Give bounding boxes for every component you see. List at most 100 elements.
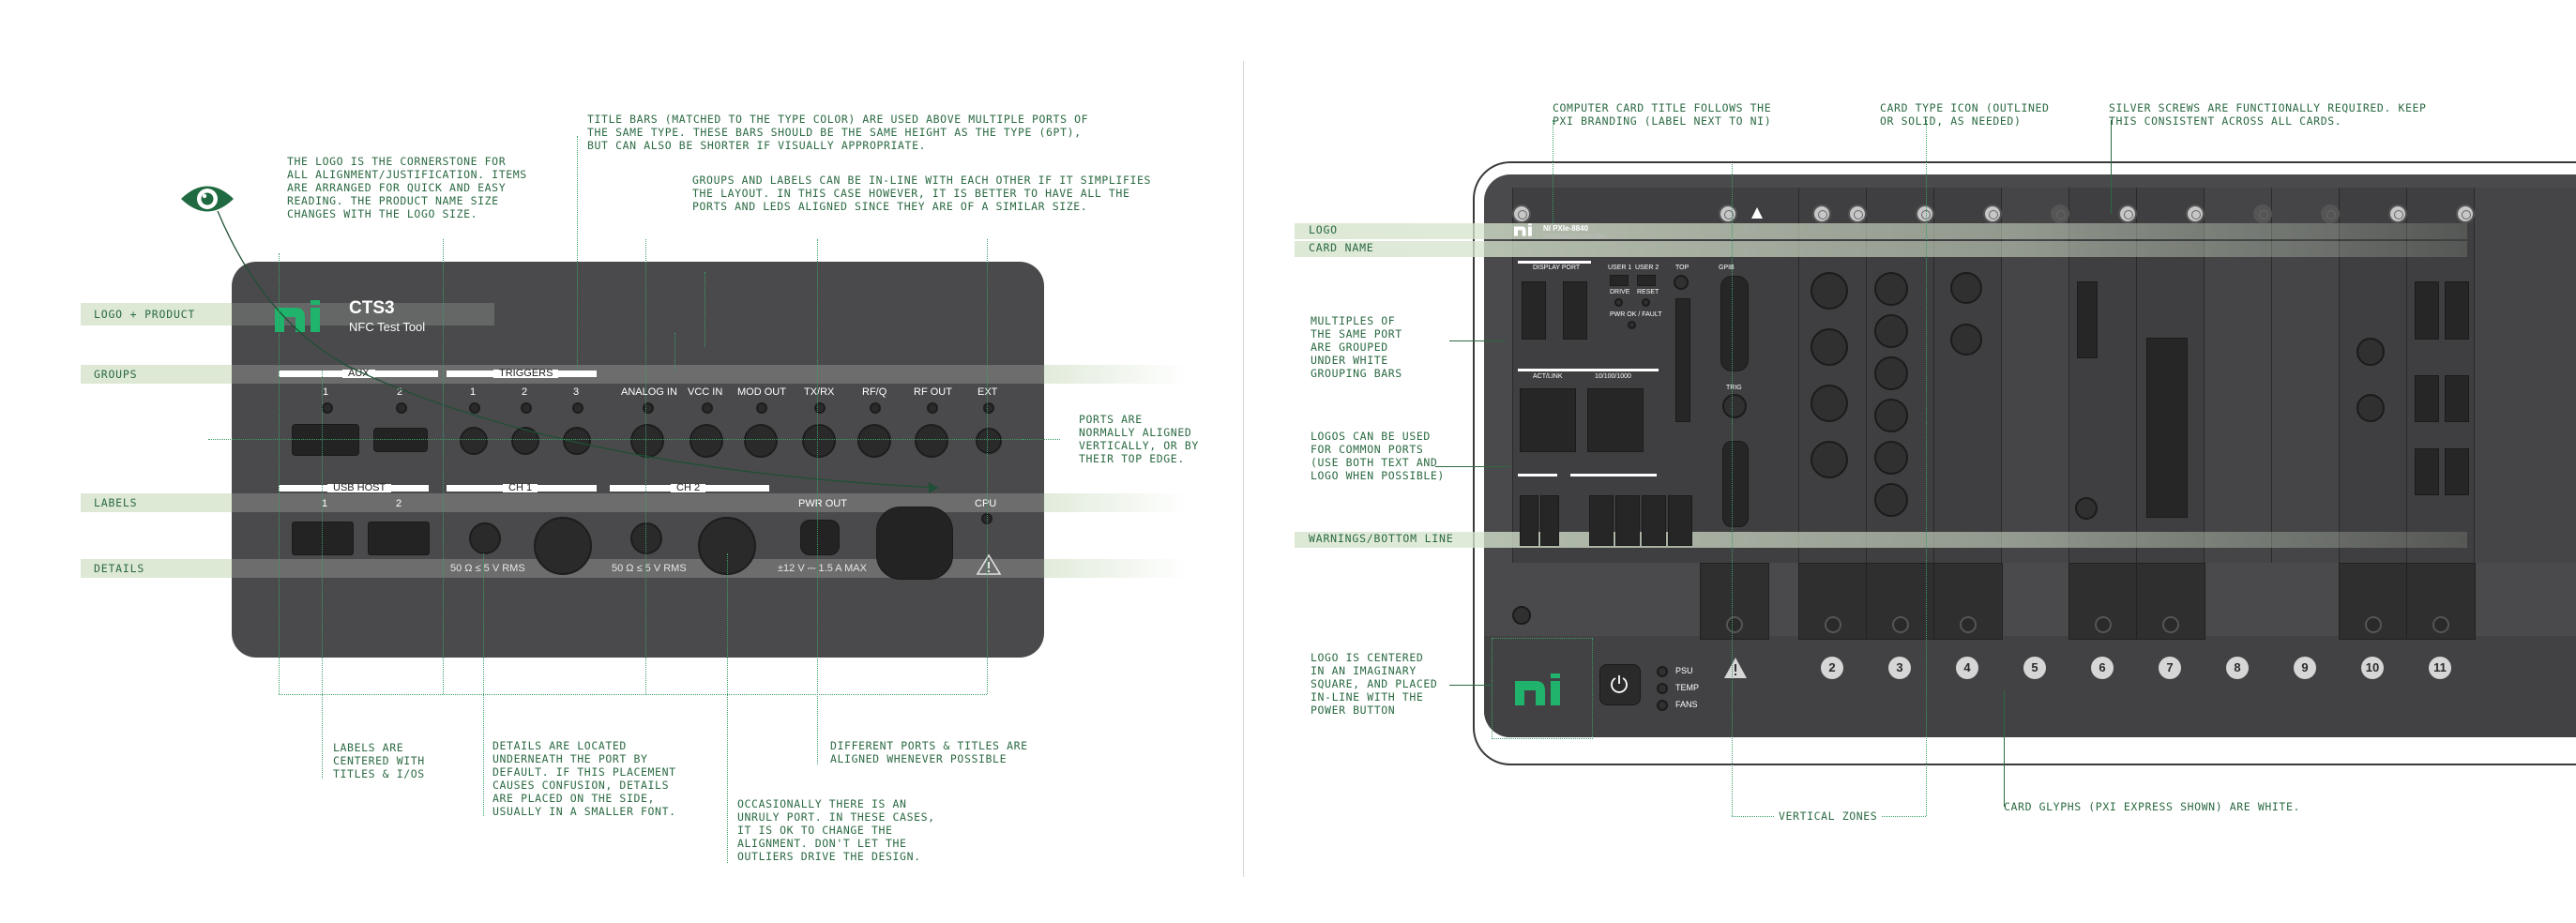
latch[interactable] [2136, 563, 2205, 640]
card-port[interactable] [1874, 356, 1908, 390]
product-subtitle: NFC Test Tool [349, 320, 426, 334]
card-port[interactable] [2415, 375, 2439, 422]
warning-icon [976, 553, 1002, 575]
card-port[interactable] [1874, 483, 1908, 517]
guide-line [208, 439, 1053, 440]
card-port[interactable] [2075, 497, 2098, 520]
card-port[interactable] [2445, 448, 2469, 495]
ch2-port-small[interactable] [630, 522, 662, 554]
group-aux-label: AUX [342, 369, 375, 379]
card-port[interactable] [1811, 385, 1848, 422]
note-multiples: MULTIPLES OF THE SAME PORT ARE GROUPED U… [1311, 314, 1402, 380]
card-port[interactable] [1874, 441, 1908, 475]
power-icon [1611, 675, 1628, 693]
screw [2051, 204, 2069, 223]
card-port[interactable] [2356, 338, 2385, 366]
slot-number: 3 [1888, 657, 1911, 679]
reset-button[interactable] [1642, 298, 1650, 307]
reset-label: RESET [1637, 289, 1659, 295]
card-port[interactable] [1950, 324, 1982, 356]
usb-host-port-2[interactable] [368, 522, 430, 555]
note-different-ports: DIFFERENT PORTS & TITLES ARE ALIGNED WHE… [830, 739, 1028, 765]
drive-led [1614, 298, 1623, 307]
card-port[interactable] [2077, 281, 2098, 358]
guide-line [1023, 439, 1060, 440]
note-details-located: DETAILS ARE LOCATED UNDERNEATH THE PORT … [492, 739, 676, 818]
tx-rx-port[interactable] [802, 424, 836, 458]
usb-port[interactable] [1615, 495, 1640, 546]
card-port[interactable] [1811, 328, 1848, 366]
top-slot[interactable] [1675, 298, 1690, 422]
group-bar-aux: AUX [279, 369, 438, 379]
power-button[interactable] [1599, 664, 1641, 705]
usb-user-port-2[interactable] [1637, 275, 1656, 286]
card-port[interactable] [1874, 272, 1908, 306]
band-label-details: DETAILS [94, 562, 145, 575]
ch1-port-large[interactable] [534, 517, 592, 575]
usb-user-2: USER 2 [1635, 265, 1659, 271]
slot-number: 11 [2429, 657, 2451, 679]
ethernet-port-2[interactable] [1587, 388, 1644, 452]
controller-title: NI PXIe-8840 [1543, 224, 1589, 233]
vcc-in-port[interactable] [689, 424, 723, 458]
serial-port[interactable] [1722, 441, 1749, 527]
usb-port[interactable] [1540, 495, 1559, 546]
hdmi-port-2[interactable] [373, 428, 428, 452]
display-port-2[interactable] [1563, 281, 1587, 340]
card-port[interactable] [1874, 314, 1908, 348]
latch[interactable] [1933, 563, 2003, 640]
card-port[interactable] [2415, 281, 2439, 340]
ethernet-port-1[interactable] [1520, 388, 1576, 452]
usb-group-bar-1 [1518, 474, 1557, 477]
usb-port[interactable] [1668, 495, 1692, 546]
display-port-1[interactable] [1522, 281, 1546, 340]
card-port[interactable] [2146, 338, 2188, 518]
latch[interactable] [1866, 563, 1935, 640]
cpu-port[interactable] [876, 507, 953, 580]
card-port[interactable] [1811, 272, 1848, 310]
label-analog-in: ANALOG IN [621, 386, 677, 398]
label-usb-2: 2 [396, 498, 402, 509]
usb-port[interactable] [1589, 495, 1614, 546]
card-port[interactable] [1874, 399, 1908, 432]
screw [1812, 204, 1831, 223]
rf-out-port[interactable] [915, 424, 948, 458]
guide-line [443, 239, 444, 694]
trig-port[interactable] [1722, 394, 1747, 418]
rf-q-port[interactable] [857, 424, 891, 458]
trig-port-2[interactable] [511, 427, 539, 455]
guide-line [645, 239, 646, 694]
latch[interactable] [2406, 563, 2476, 640]
mod-out-port[interactable] [744, 424, 778, 458]
card-port[interactable] [1811, 441, 1848, 478]
card-port[interactable] [2445, 375, 2469, 422]
pwr-out-port[interactable] [800, 520, 840, 555]
latch[interactable] [1798, 563, 1868, 640]
label-tx-rx: TX/RX [804, 386, 835, 398]
card-port[interactable] [1950, 272, 1982, 304]
usb-user-port-1[interactable] [1610, 275, 1629, 286]
gpib-port[interactable] [1720, 276, 1749, 371]
card-port[interactable] [2445, 281, 2469, 340]
usb-port[interactable] [1520, 495, 1538, 546]
latch[interactable] [2339, 563, 2408, 640]
latch[interactable] [1700, 563, 1769, 640]
ch1-port-small[interactable] [469, 522, 501, 554]
ext-port[interactable] [976, 428, 1002, 454]
hdmi-port-1[interactable] [292, 424, 359, 456]
card-port[interactable] [2415, 448, 2439, 495]
card-port[interactable] [2356, 394, 2385, 422]
slot-number: 4 [1956, 657, 1978, 679]
usb-port[interactable] [1642, 495, 1666, 546]
ethernet-group-bar [1518, 369, 1659, 371]
latch[interactable] [2068, 563, 2138, 640]
trig-port-1[interactable] [460, 427, 488, 455]
trig-label: TRIG [1726, 385, 1742, 391]
usb-host-port-1[interactable] [292, 522, 354, 555]
top-port[interactable] [1674, 275, 1689, 290]
band-label-groups: GROUPS [94, 368, 138, 381]
group-ch2-label: CH 2 [671, 483, 706, 493]
trig-port-3[interactable] [563, 427, 591, 455]
group-bar-ch2: CH 2 [610, 483, 769, 493]
device-panel [232, 262, 1044, 658]
